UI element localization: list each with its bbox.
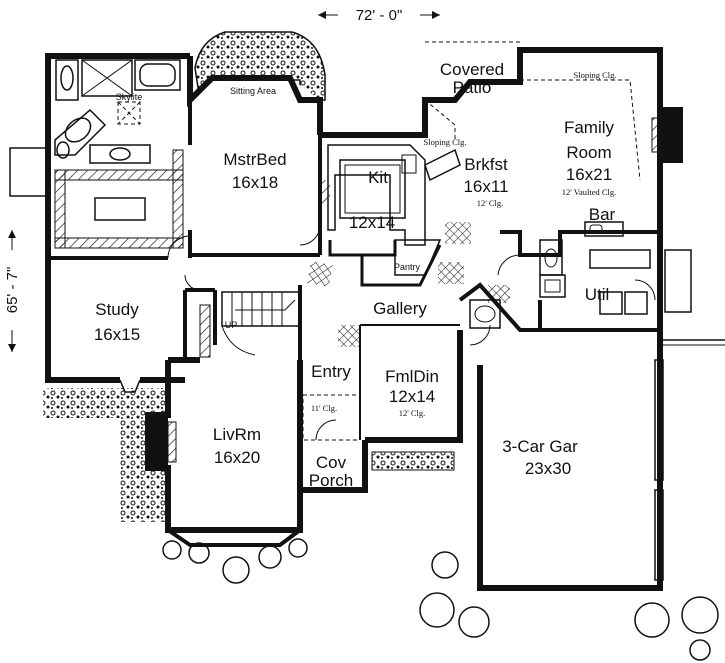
- overall-depth-dimension: 65' - 7": [4, 230, 21, 352]
- room-size: 16x20: [214, 448, 260, 467]
- room-label-cov-porch: Cov Porch: [309, 453, 353, 490]
- skylite-box: [117, 101, 141, 125]
- shrubs: [162, 538, 719, 661]
- room-name-line1: Cov: [316, 453, 347, 472]
- room-label-entry: Entry 11' Clg.: [311, 362, 351, 413]
- door-swings: [167, 224, 656, 441]
- room-name-line2: Porch: [309, 471, 353, 490]
- room-size: 16x18: [232, 173, 278, 192]
- room-label-pantry: Pantry: [394, 262, 421, 272]
- room-label-fmldin: FmlDin 12x14 12' Clg.: [385, 367, 439, 418]
- room-label-mstrbed: MstrBed 16x18: [223, 150, 286, 192]
- overall-depth-label: 65' - 7": [4, 267, 21, 314]
- room-name: FmlDin: [385, 367, 439, 386]
- room-ceiling: 11' Clg.: [311, 403, 337, 413]
- room-name: Kit: [368, 168, 388, 187]
- room-name-line2: Patio: [453, 78, 492, 97]
- room-size: 16x21: [566, 165, 612, 184]
- room-ceiling: 12' Clg.: [477, 198, 504, 208]
- master-bath-fixtures: [54, 59, 181, 164]
- ac-pad: [9, 147, 51, 197]
- room-fills: [48, 50, 660, 588]
- room-label-util: Util: [585, 285, 610, 304]
- room-size: 12x14: [389, 387, 435, 406]
- room-label-garage: 3-Car Gar 23x30: [502, 437, 578, 478]
- bar-and-utility: [469, 221, 651, 329]
- dining-planter: [371, 451, 455, 471]
- living-fireplace: [150, 415, 177, 468]
- family-sloping-clg-label: Sloping Clg.: [574, 70, 617, 80]
- room-name: 3-Car Gar: [502, 437, 578, 456]
- room-label-family-room: Family Room 16x21 12' Vaulted Clg.: [562, 118, 617, 197]
- room-name: MstrBed: [223, 150, 286, 169]
- room-name: LivRm: [213, 425, 261, 444]
- side-pad: [664, 249, 692, 313]
- family-fireplace: [651, 112, 680, 158]
- stair-up-label: UP: [225, 320, 238, 330]
- room-name-line1: Family: [564, 118, 615, 137]
- room-size: 16x15: [94, 325, 140, 344]
- patio-sloping-clg-label: Sloping Clg.: [424, 137, 467, 147]
- room-name: Brkfst: [464, 155, 508, 174]
- room-label-bar: Bar: [589, 205, 616, 224]
- tile-marks: [307, 222, 510, 347]
- room-label-kit: Kit 12x14: [349, 168, 395, 232]
- room-ceiling: 12' Vaulted Clg.: [562, 187, 617, 197]
- garage-doors: [654, 339, 725, 581]
- room-label-livrm: LivRm 16x20: [213, 425, 261, 467]
- overall-width-dimension: 72' - 0": [318, 7, 440, 24]
- room-label-study: Study 16x15: [94, 300, 140, 344]
- room-name: Study: [95, 300, 139, 319]
- room-label-gallery: Gallery: [373, 299, 427, 318]
- master-closet: [54, 149, 184, 249]
- room-size: 12x14: [349, 213, 395, 232]
- room-ceiling: 12' Clg.: [399, 408, 426, 418]
- room-name-line1: Covered: [440, 60, 504, 79]
- room-size: 16x11: [463, 177, 508, 196]
- study-shelves: [199, 304, 211, 358]
- kitchen-fixtures: [322, 144, 461, 246]
- ceiling-lines: [302, 41, 641, 441]
- sitting-area-label: Sitting Area: [230, 86, 276, 96]
- room-size: 23x30: [525, 459, 571, 478]
- room-name-line2: Room: [566, 143, 611, 162]
- room-label-covered-patio: Covered Patio: [440, 60, 504, 97]
- pantry: [394, 239, 442, 276]
- bay-windows: [119, 379, 302, 547]
- skylite-label: Skylite: [116, 92, 143, 102]
- entry-ceiling-box: [302, 394, 361, 441]
- room-name: Entry: [311, 362, 351, 381]
- overall-width-label: 72' - 0": [356, 7, 403, 24]
- stairs: [221, 291, 301, 356]
- room-label-brkfst: Brkfst 16x11 12' Clg.: [463, 155, 508, 208]
